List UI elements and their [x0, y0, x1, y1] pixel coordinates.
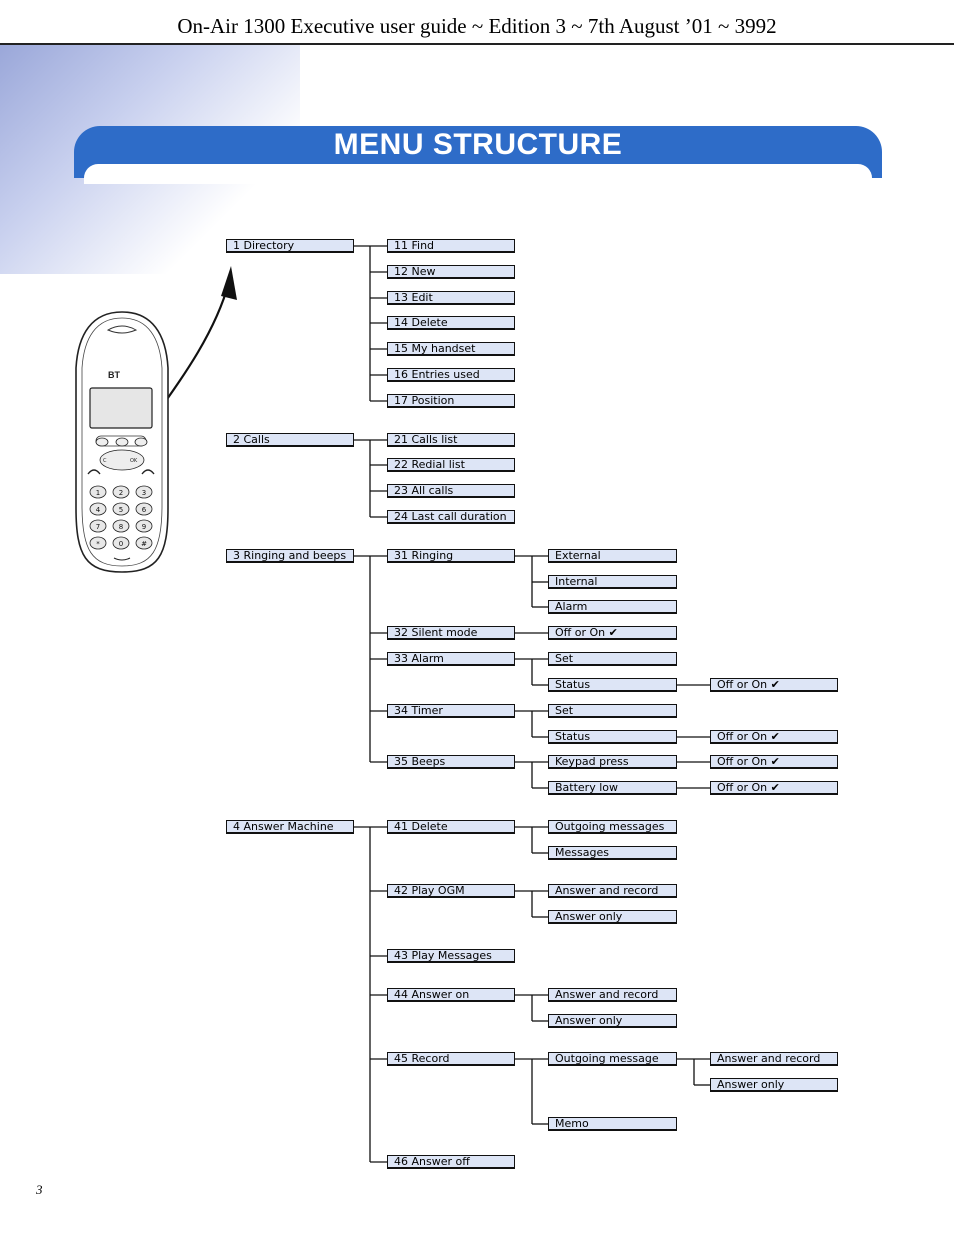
submenu-item: 43 Play Messages: [387, 949, 515, 963]
header-rule: [0, 43, 954, 45]
handset-icon: BT C OK 1 2 3 4 5 6 7 8 9 * 0 #: [75, 311, 169, 573]
keypad-key: *: [96, 540, 100, 548]
submenu-item: 45 Record: [387, 1052, 515, 1066]
setting-value: Off or On ✔: [710, 678, 838, 692]
keypad-key: 0: [119, 540, 123, 548]
keypad-key: 3: [142, 489, 146, 497]
submenu-item: 32 Silent mode: [387, 626, 515, 640]
option-item: Alarm: [548, 600, 677, 614]
submenu-item: 15 My handset: [387, 342, 515, 356]
option-item: Set: [548, 704, 677, 718]
submenu-item: 23 All calls: [387, 484, 515, 498]
option-item: Off or On ✔: [548, 626, 677, 640]
submenu-item: 33 Alarm: [387, 652, 515, 666]
keypad-key: 7: [96, 523, 100, 531]
option-item: Answer only: [548, 1014, 677, 1028]
option-item: Outgoing messages: [548, 820, 677, 834]
option-item: Status: [548, 730, 677, 744]
submenu-item: 24 Last call duration: [387, 510, 515, 524]
setting-value: Answer only: [710, 1078, 838, 1092]
submenu-item: 42 Play OGM: [387, 884, 515, 898]
keypad-key: 2: [119, 489, 123, 497]
option-item: External: [548, 549, 677, 563]
setting-value: Off or On ✔: [710, 730, 838, 744]
option-item: Messages: [548, 846, 677, 860]
setting-value: Off or On ✔: [710, 781, 838, 795]
setting-value: Answer and record: [710, 1052, 838, 1066]
submenu-item: 41 Delete: [387, 820, 515, 834]
brand-logo: BT: [108, 370, 120, 380]
keypad-key: #: [141, 540, 147, 548]
submenu-item: 14 Delete: [387, 316, 515, 330]
option-item: Outgoing message: [548, 1052, 677, 1066]
document-header: On-Air 1300 Executive user guide ~ Editi…: [177, 14, 777, 38]
submenu-item: 31 Ringing: [387, 549, 515, 563]
keypad-key: 6: [142, 506, 147, 514]
option-item: Answer only: [548, 910, 677, 924]
submenu-item: 35 Beeps: [387, 755, 515, 769]
page-title: MENU STRUCTURE: [333, 128, 623, 161]
submenu-item: 12 New: [387, 265, 515, 279]
keypad-key: 1: [96, 489, 100, 497]
submenu-item: 22 Redial list: [387, 458, 515, 472]
menu-item-answer-machine: 4 Answer Machine: [226, 820, 354, 834]
submenu-item: 44 Answer on: [387, 988, 515, 1002]
setting-value: Off or On ✔: [710, 755, 838, 769]
menu-item-ringing-and-beeps: 3 Ringing and beeps: [226, 549, 354, 563]
keypad-key: 5: [119, 506, 123, 514]
option-item: Answer and record: [548, 884, 677, 898]
page-number: 3: [36, 1182, 43, 1197]
menu-item-calls: 2 Calls: [226, 433, 354, 447]
submenu-item: 21 Calls list: [387, 433, 515, 447]
keypad-key: 8: [119, 523, 123, 531]
submenu-item: 16 Entries used: [387, 368, 515, 382]
svg-text:C: C: [103, 458, 107, 464]
option-item: Memo: [548, 1117, 677, 1131]
option-item: Status: [548, 678, 677, 692]
submenu-item: 46 Answer off: [387, 1155, 515, 1169]
title-banner-lip: [84, 164, 872, 184]
submenu-item: 34 Timer: [387, 704, 515, 718]
keypad-key: 9: [142, 523, 146, 531]
option-item: Answer and record: [548, 988, 677, 1002]
submenu-item: 11 Find: [387, 239, 515, 253]
keypad-key: 4: [96, 506, 101, 514]
option-item: Battery low: [548, 781, 677, 795]
submenu-item: 17 Position: [387, 394, 515, 408]
option-item: Set: [548, 652, 677, 666]
submenu-item: 13 Edit: [387, 291, 515, 305]
menu-item-directory: 1 Directory: [226, 239, 354, 253]
option-item: Internal: [548, 575, 677, 589]
option-item: Keypad press: [548, 755, 677, 769]
svg-text:OK: OK: [130, 458, 138, 464]
